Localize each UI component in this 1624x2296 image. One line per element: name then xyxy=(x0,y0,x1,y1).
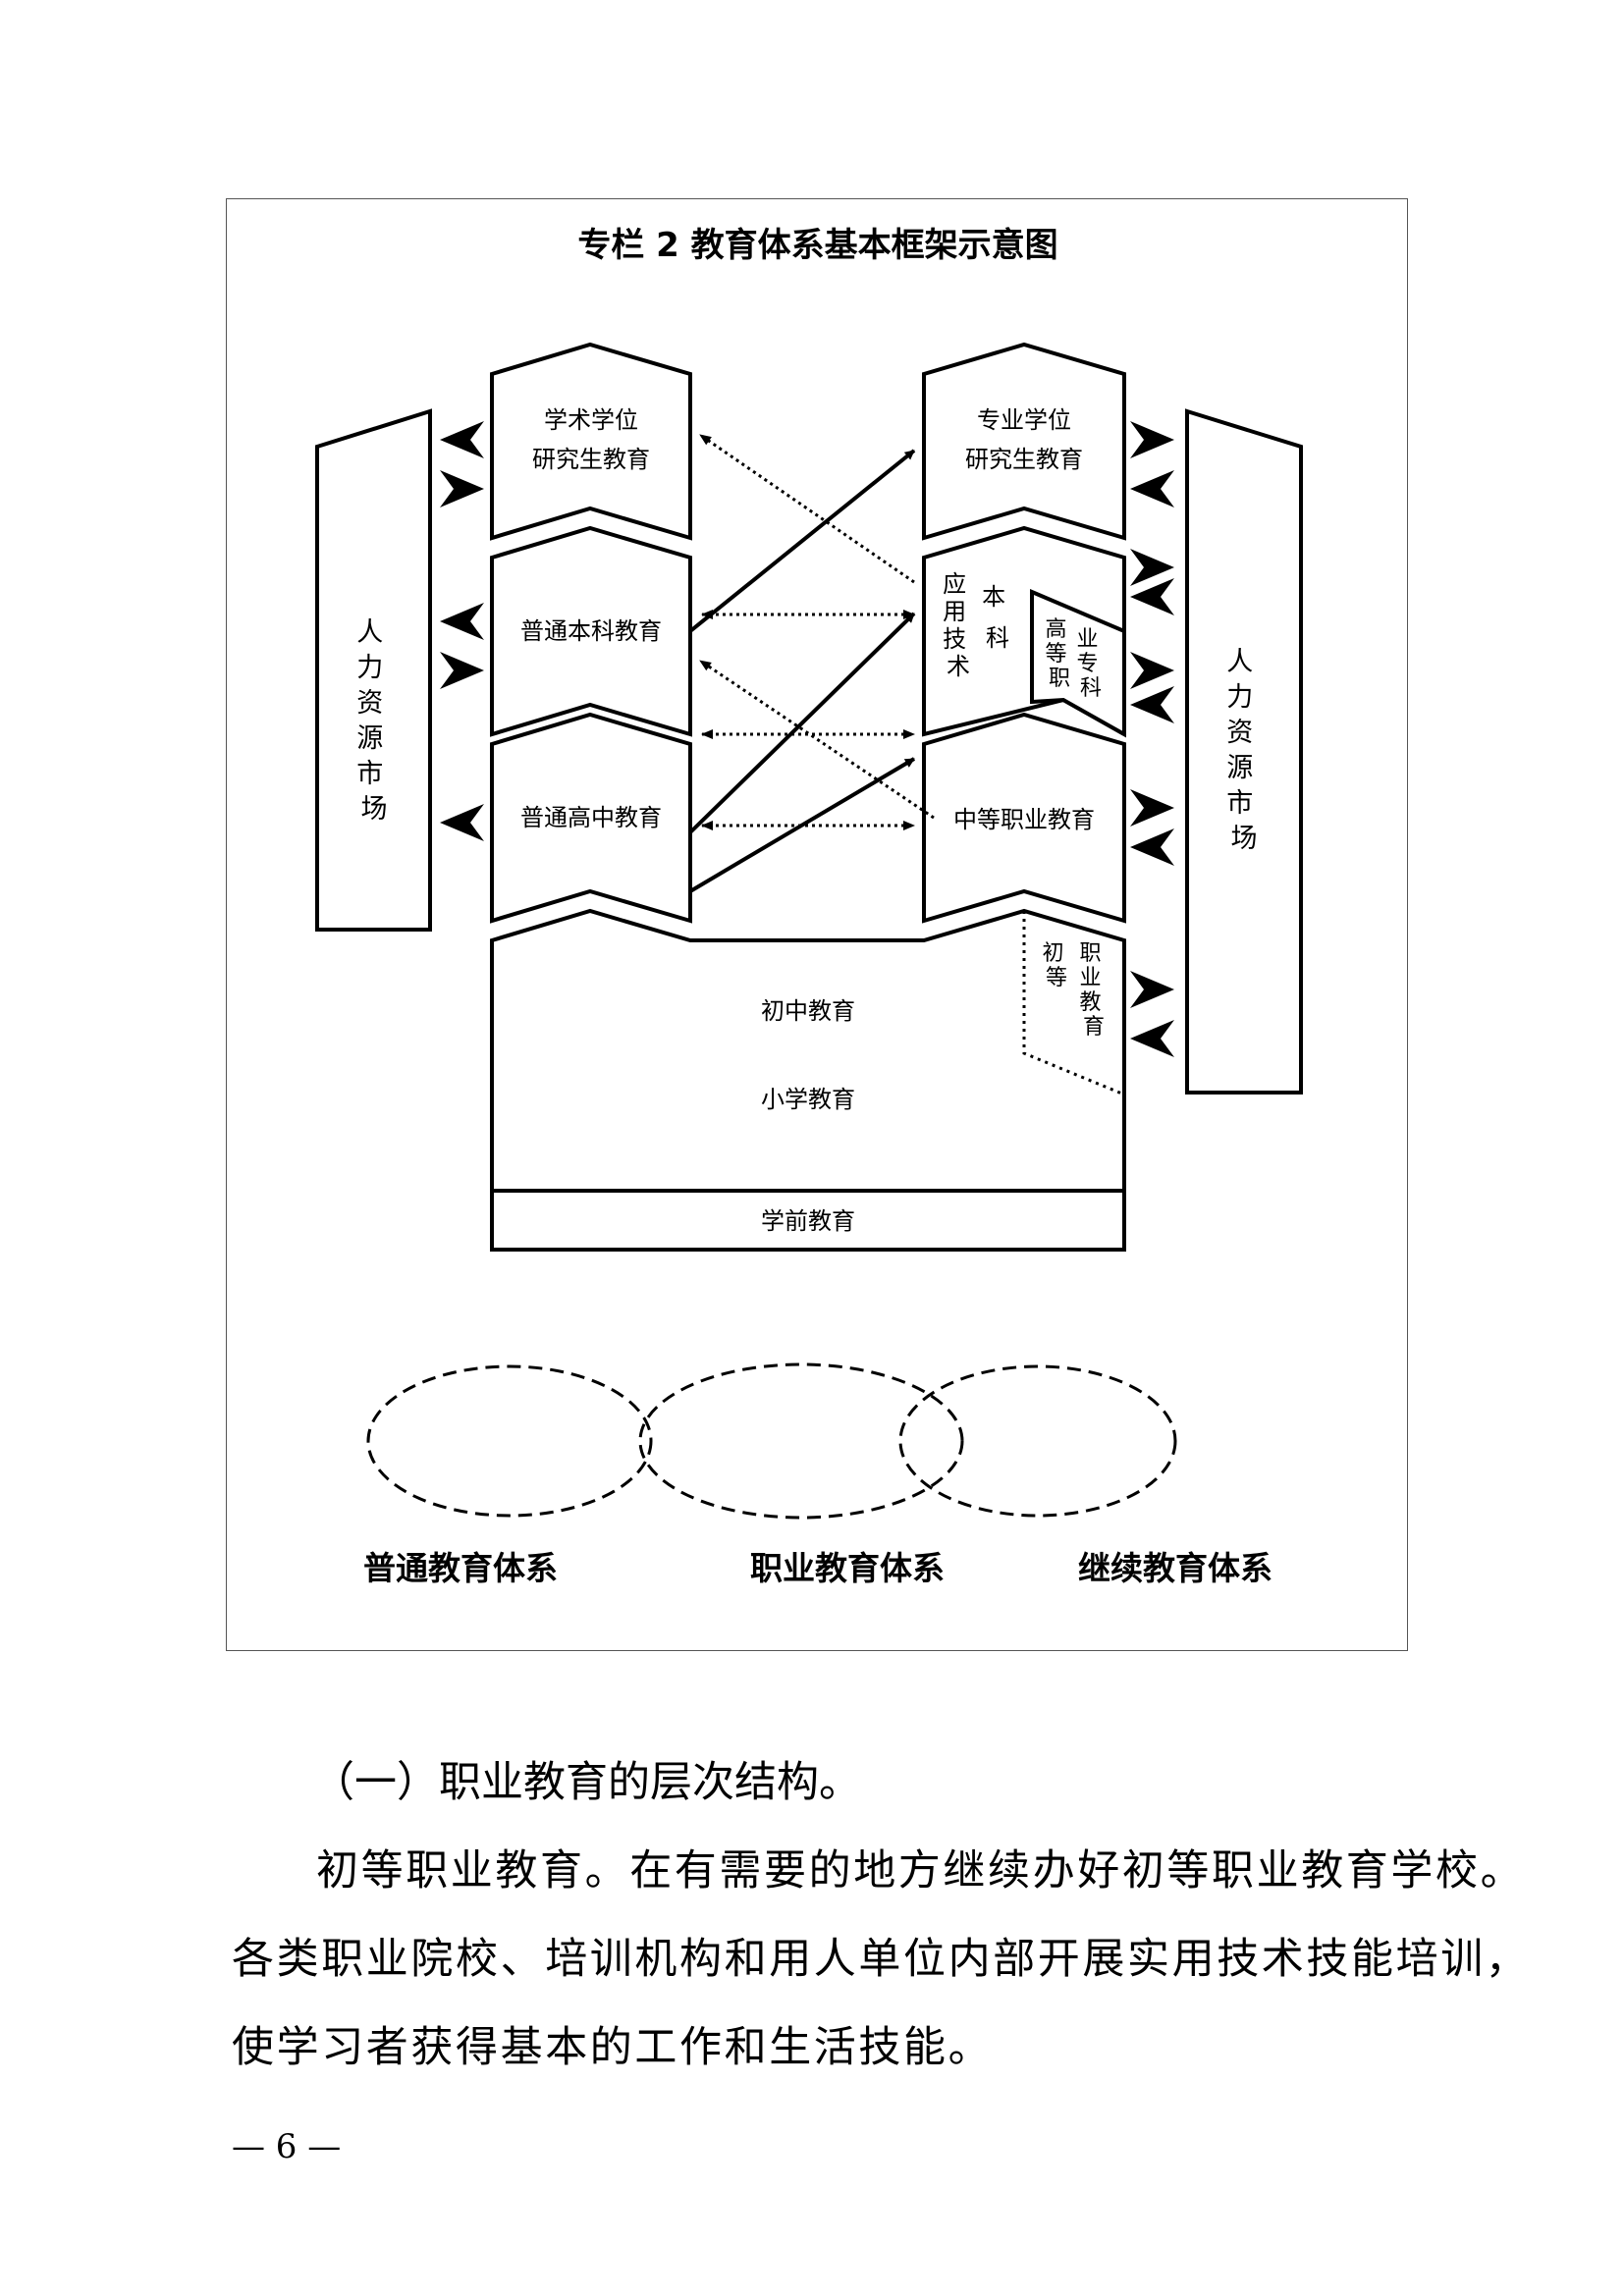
higher-voc-college-box: 高 等 职 业 专 科 xyxy=(1030,588,1126,738)
hr-market-left: 人 力 资 源 市 场 xyxy=(315,408,432,932)
vocational-system-ellipse xyxy=(638,1362,964,1520)
junior-high-label: 初中教育 xyxy=(761,997,855,1025)
general-undergrad-label: 普通本科教育 xyxy=(520,617,662,645)
general-system-ellipse xyxy=(366,1364,653,1518)
academic-grad-box: 学术学位 研究生教育 xyxy=(490,342,692,541)
applied-tech-col-1: 应 用 技 术 xyxy=(943,570,974,680)
continuing-system-ellipse xyxy=(898,1364,1177,1518)
general-high-school-box: 普通高中教育 xyxy=(490,712,692,924)
academic-grad-label-1: 学术学位 xyxy=(544,406,638,434)
preschool-block: 学前教育 xyxy=(490,1189,1126,1252)
section-heading: （一）职业教育的层次结构。 xyxy=(312,1758,861,1807)
basic-education-block: 初中教育 小学教育 初 等 职 业 教 育 xyxy=(490,908,1126,1193)
paragraph-line-1: 初等职业教育。在有需要的地方继续办好初等职业教育学校。 xyxy=(316,1846,1526,1896)
professional-grad-label-2: 研究生教育 xyxy=(965,446,1083,473)
figure-title: 专栏 2 教育体系基本框架示意图 xyxy=(577,226,1057,265)
higher-voc-col-1: 高 等 职 xyxy=(1045,617,1073,691)
vocational-system-label: 职业教育体系 xyxy=(750,1549,945,1587)
primary-voc-col-2: 职 业 教 育 xyxy=(1079,941,1108,1040)
higher-voc-col-2: 业 专 科 xyxy=(1076,627,1105,701)
paragraph-line-3: 使学习者获得基本的工作和生活技能。 xyxy=(232,2023,994,2072)
page-number: — 6 — xyxy=(232,2127,342,2166)
right-market-flags xyxy=(1130,421,1174,1057)
continuing-system-label: 继续教育体系 xyxy=(1078,1549,1272,1587)
secondary-vocational-box: 中等职业教育 xyxy=(922,712,1126,924)
paragraph-line-2: 各类职业院校、培训机构和用人单位内部开展实用技术技能培训， xyxy=(232,1935,1531,1984)
professional-grad-label-1: 专业学位 xyxy=(977,406,1071,434)
hr-market-left-label: 人 力 资 源 市 场 xyxy=(356,617,392,825)
system-ellipses xyxy=(366,1362,1177,1520)
primary-voc-col-1: 初 等 xyxy=(1042,941,1070,990)
left-market-flags xyxy=(440,421,484,841)
transfer-arrows xyxy=(699,433,935,830)
general-system-label: 普通教育体系 xyxy=(363,1549,558,1587)
applied-tech-col-2: 本 科 xyxy=(982,583,1013,652)
professional-grad-box: 专业学位 研究生教育 xyxy=(922,342,1126,541)
figure-frame: 专栏 2 教育体系基本框架示意图 人 力 资 源 市 场 人 力 资 源 市 场… xyxy=(226,198,1408,1651)
academic-grad-label-2: 研究生教育 xyxy=(532,446,650,473)
char: 人 xyxy=(356,617,383,648)
preschool-label: 学前教育 xyxy=(761,1207,855,1235)
hr-market-right-label: 人 力 资 源 市 场 xyxy=(1226,647,1262,854)
primary-school-label: 小学教育 xyxy=(761,1086,855,1113)
secondary-vocational-label: 中等职业教育 xyxy=(953,806,1095,833)
education-system-diagram: 专栏 2 教育体系基本框架示意图 人 力 资 源 市 场 人 力 资 源 市 场… xyxy=(315,226,1303,1587)
general-undergrad-box: 普通本科教育 xyxy=(490,525,692,737)
hr-market-right: 人 力 资 源 市 场 xyxy=(1185,408,1303,1095)
general-high-school-label: 普通高中教育 xyxy=(520,804,662,831)
